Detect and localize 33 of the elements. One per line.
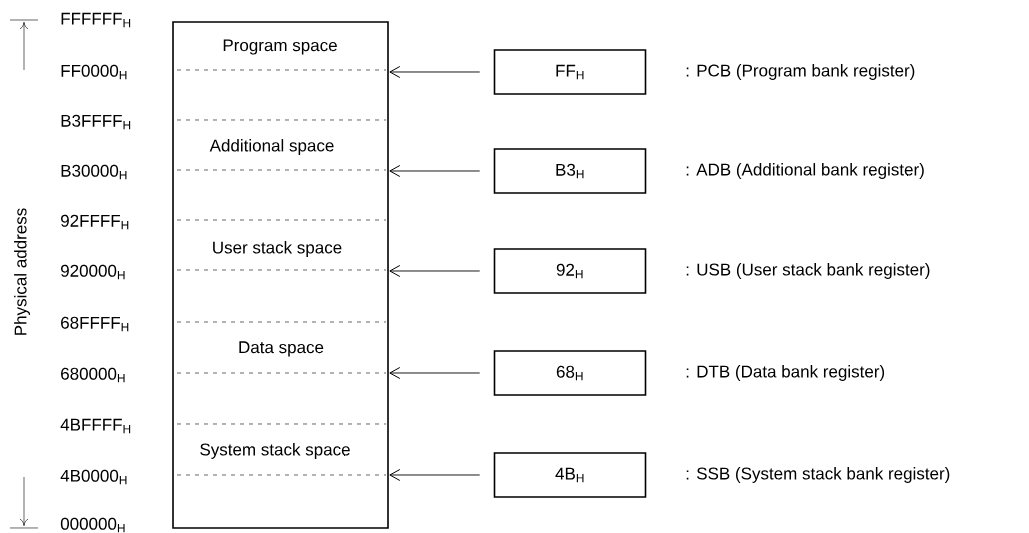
- arrow: [389, 265, 481, 277]
- register-description: : USB (User stack bank register): [686, 263, 930, 279]
- arrow: [389, 469, 481, 481]
- address-label: 920000$_{H}$: [61, 264, 125, 280]
- address-label: 92FFFF$_{H}$: [61, 214, 129, 230]
- axis-label: Physical address: [14, 208, 30, 335]
- register-box: 92$_{H}$: [493, 248, 647, 294]
- memory-map-box: [172, 21, 389, 529]
- register-description: : SSB (System stack bank register): [686, 467, 950, 483]
- address-label: FFFFFF$_{H}$: [61, 12, 131, 28]
- space-label: System stack space: [200, 443, 350, 459]
- register-box: B3$_{H}$: [493, 148, 647, 194]
- register-description: : ADB (Additional bank register): [686, 163, 924, 179]
- register-description: : DTB (Data bank register): [686, 365, 885, 381]
- register-description: : PCB (Program bank register): [686, 64, 915, 80]
- address-label: B3FFFF$_{H}$: [61, 114, 131, 130]
- arrow: [389, 66, 481, 78]
- address-label: 68FFFF$_{H}$: [61, 316, 129, 332]
- space-label: Program space: [223, 39, 337, 55]
- address-label: 4B0000$_{H}$: [60, 469, 127, 485]
- arrow: [389, 165, 481, 177]
- register-box: 4B$_{H}$: [493, 452, 647, 498]
- register-box: FF$_{H}$: [493, 49, 647, 95]
- space-label: Additional space: [209, 139, 334, 155]
- address-label: 680000$_{H}$: [61, 367, 125, 383]
- register-box: 68$_{H}$: [493, 350, 647, 396]
- arrow: [389, 367, 481, 379]
- address-label: 4BFFFF$_{H}$: [60, 418, 131, 434]
- address-label: B30000$_{H}$: [61, 164, 127, 180]
- address-label: FF0000$_{H}$: [61, 64, 127, 80]
- space-label: User stack space: [213, 241, 342, 257]
- space-label: Data space: [239, 341, 324, 357]
- address-label: 000000$_{H}$: [60, 517, 125, 533]
